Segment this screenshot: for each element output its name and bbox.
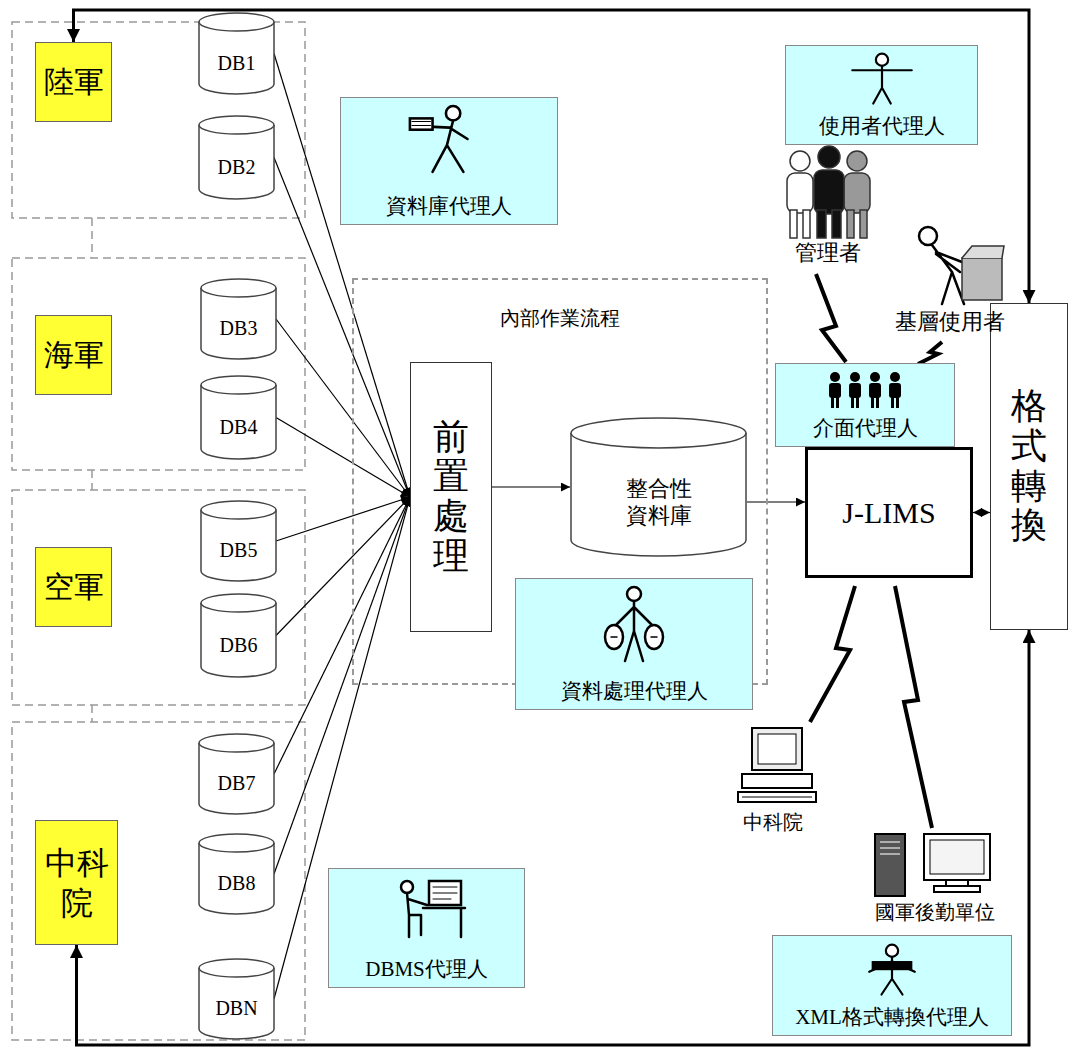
node-label: DBN (215, 996, 257, 1020)
node-label: 中科院 (44, 843, 110, 923)
node-label: DB7 (218, 771, 256, 795)
unit-box: 空軍 (35, 547, 112, 627)
connector (274, 497, 410, 774)
group-frame (12, 22, 305, 218)
connector (276, 418, 410, 498)
agent-icon (857, 942, 927, 998)
database-cylinder: DB1 (198, 12, 275, 95)
manager-figures (787, 146, 870, 238)
node-label: 海軍 (44, 337, 104, 373)
node-label: DB1 (218, 51, 256, 75)
figure-caption: 中科院 (743, 810, 803, 834)
group-link (91, 218, 93, 722)
agent-box: XML格式轉換代理人 (772, 935, 1012, 1036)
database-cylinder: 整合性 資料庫 (570, 417, 747, 557)
connector (492, 486, 570, 487)
server-icon (875, 834, 990, 896)
node-label: 資料處理代理人 (561, 679, 708, 704)
node-label: 整合性 資料庫 (622, 475, 695, 530)
system-box: J-LIMS (805, 447, 973, 578)
node-label: 資料庫代理人 (386, 194, 512, 219)
agent-icon (404, 104, 494, 176)
connector (747, 501, 805, 502)
database-cylinder: DB8 (198, 833, 275, 915)
database-cylinder: DB2 (198, 115, 275, 200)
agent-box: 資料庫代理人 (340, 97, 558, 225)
connector (973, 512, 990, 513)
group-frame (12, 490, 305, 705)
agent-icon (594, 585, 674, 665)
node-label: J-LIMS (842, 495, 935, 531)
figure-caption: 基層使用者 (895, 309, 1005, 335)
node-label: DB5 (220, 538, 258, 562)
figure-caption: 國軍後勤單位 (875, 900, 995, 924)
vertical-label: 格式轉換 (1011, 387, 1047, 545)
connector (276, 319, 410, 497)
process-box: 格式轉換 (990, 303, 1068, 630)
database-cylinder: DB6 (200, 593, 277, 678)
unit-box: 海軍 (35, 315, 112, 395)
database-cylinder: DB7 (198, 733, 275, 815)
node-label: 內部作業流程 (500, 306, 620, 330)
database-cylinder: DBN (198, 958, 275, 1040)
group-frame (12, 722, 305, 1040)
connector (276, 497, 410, 636)
agent-box: 使用者代理人 (785, 45, 978, 145)
group-frame (12, 258, 305, 470)
agent-box: 介面代理人 (775, 363, 955, 447)
database-cylinder: DB4 (200, 375, 277, 460)
node-label: 介面代理人 (813, 416, 918, 441)
node-label: 使用者代理人 (819, 114, 945, 139)
node-label: DB6 (220, 633, 258, 657)
connector (276, 497, 410, 541)
group-frame (12, 22, 305, 1040)
agent-box: 資料處理代理人 (515, 578, 753, 710)
node-label: DB2 (218, 155, 256, 179)
computer-icon (738, 728, 816, 802)
agent-box: DBMS代理人 (328, 868, 525, 988)
process-box: 前置處理 (410, 362, 492, 632)
worker-figure (919, 227, 1004, 304)
figure-caption: 管理者 (795, 240, 861, 266)
connector (274, 497, 410, 874)
node-label: 空軍 (44, 569, 104, 605)
node-label: DB4 (220, 415, 258, 439)
agent-icon (847, 52, 917, 106)
unit-box: 陸軍 (35, 42, 112, 122)
node-label: DBMS代理人 (365, 957, 488, 982)
node-label: 陸軍 (44, 64, 104, 100)
database-cylinder: DB3 (200, 278, 277, 360)
database-cylinder: DB5 (200, 500, 277, 582)
vertical-label: 前置處理 (433, 418, 469, 576)
node-label: XML格式轉換代理人 (795, 1005, 989, 1030)
agent-icon (387, 875, 467, 941)
unit-box: 中科院 (35, 820, 118, 945)
agent-icon (825, 370, 905, 410)
node-label: DB8 (218, 871, 256, 895)
connector (74, 10, 1030, 303)
node-label: DB3 (220, 316, 258, 340)
